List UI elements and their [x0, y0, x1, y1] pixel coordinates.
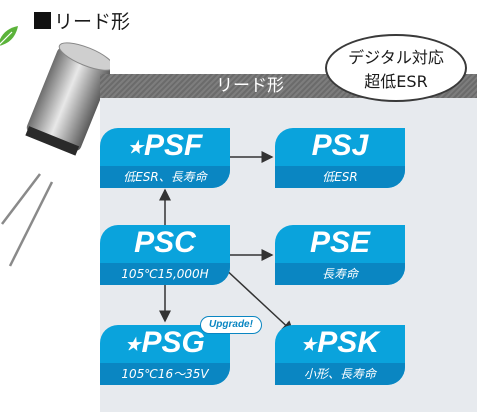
capacitor-photo: [1, 42, 110, 267]
node-feature: 小形、長寿命: [275, 363, 405, 385]
node-code: PSG: [141, 326, 205, 359]
node-psj: PSJ 低ESR: [275, 128, 405, 188]
node-code: PSC: [134, 226, 196, 259]
section-heading: リード形: [34, 8, 131, 33]
heading-text: リード形: [54, 10, 131, 33]
star-icon: ★: [127, 138, 143, 157]
star-icon: ★: [301, 335, 317, 354]
callout-line-1: デジタル対応: [348, 48, 444, 67]
node-psc: PSC 105℃15,000H: [100, 225, 230, 285]
callout-line-2: 超低ESR: [364, 72, 428, 91]
node-feature: 低ESR: [275, 166, 405, 188]
upgrade-badge: Upgrade!: [200, 316, 262, 334]
node-code: PSE: [309, 226, 371, 259]
star-icon: ★: [125, 335, 141, 354]
node-psf: ★PSF 低ESR、長寿命: [100, 128, 230, 188]
edge-psc-psk: [221, 265, 295, 334]
leaf-icon: [0, 26, 18, 46]
node-feature: 105℃15,000H: [100, 263, 230, 285]
node-psg: ★PSG 105℃16～35V: [100, 325, 230, 385]
node-feature: 長寿命: [275, 263, 405, 285]
callout-bubble: [325, 34, 467, 102]
node-psk: ★PSK 小形、長寿命: [275, 325, 405, 385]
node-code: PSK: [317, 326, 379, 359]
node-code: PSJ: [311, 129, 369, 162]
node-code: PSF: [143, 129, 203, 162]
node-pse: PSE 長寿命: [275, 225, 405, 285]
heading-square-icon: [34, 12, 51, 29]
panel-title: リード形: [216, 76, 284, 96]
node-feature: 低ESR、長寿命: [100, 166, 230, 188]
node-feature: 105℃16～35V: [100, 363, 230, 385]
